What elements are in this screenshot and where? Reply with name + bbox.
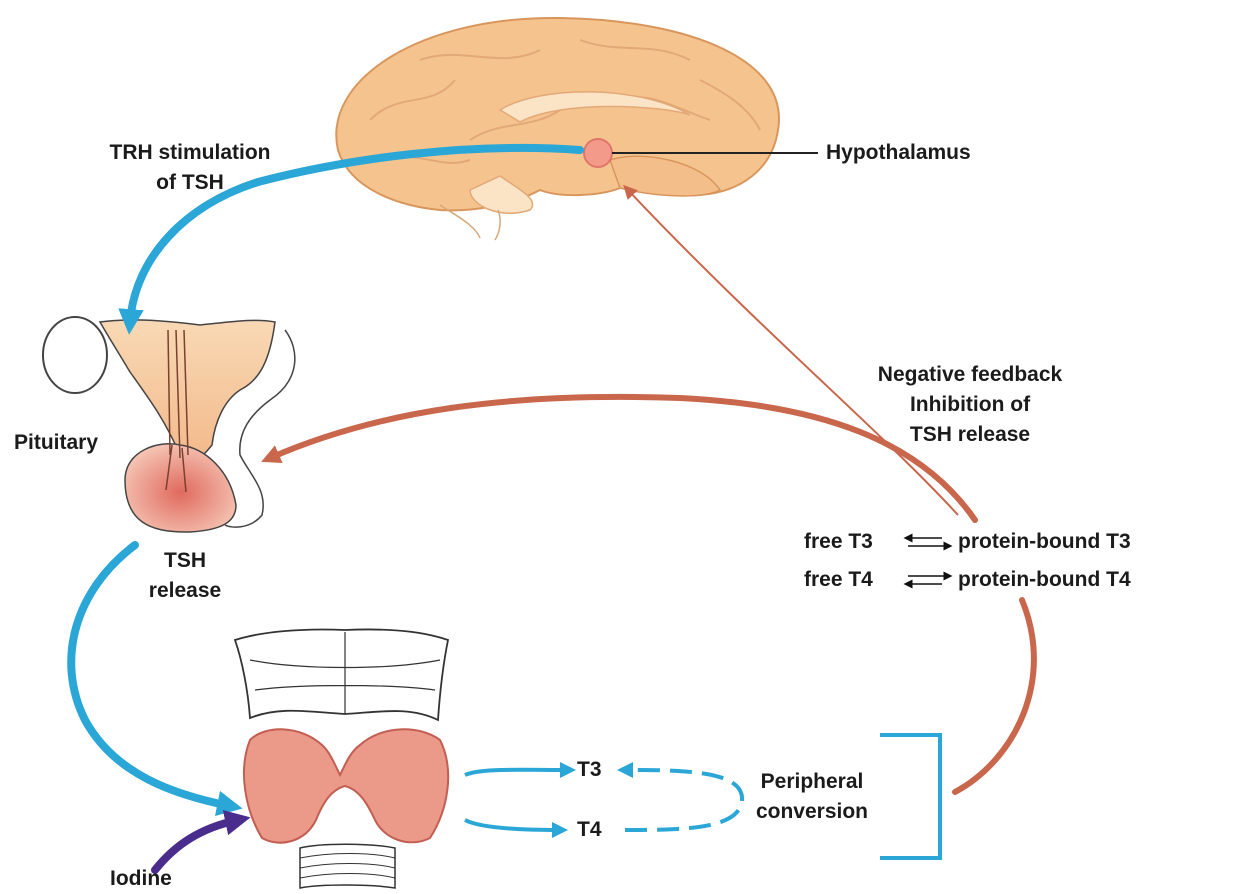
feedback-to-hypothalamus-arrow [628,190,958,515]
tsh-label-line1: TSH [130,546,240,576]
negative-feedback-line1: Negative feedback [820,360,1120,390]
negative-feedback-label: Negative feedback Inhibition of TSH rele… [820,360,1120,450]
free-t4-label: free T4 [804,565,873,595]
t3-label: T3 [577,755,602,785]
optic-chiasm-outline [43,317,107,393]
thyroid-gland [244,729,448,842]
brain-illustration [336,18,779,240]
t3-equilibrium-arrows [908,538,948,546]
tsh-release-label: TSH release [130,546,240,606]
thyroid-cartilage [235,629,448,720]
protein-bound-t3-label: protein-bound T3 [958,527,1131,557]
peripheral-to-bound-arc [955,600,1034,792]
peripheral-line2: conversion [752,797,872,827]
hypothalamus-label: Hypothalamus [826,138,971,168]
peripheral-bracket [880,735,940,858]
free-t3-label: free T3 [804,527,873,557]
tsh-label-line2: release [130,576,240,606]
pituitary-label: Pituitary [14,428,98,458]
t4-to-t3-conversion-loop [625,770,742,830]
iodine-label: Iodine [110,864,172,894]
thyroid-to-t3-arrow [465,770,568,775]
trh-label-line2: of TSH [60,168,320,198]
t4-label: T4 [577,815,602,845]
protein-bound-t4-label: protein-bound T4 [958,565,1131,595]
trh-stimulation-label: TRH stimulation of TSH [60,138,320,198]
thyroid-illustration [235,629,448,888]
trh-label-line1: TRH stimulation [60,138,320,168]
hypothalamus-dot [584,139,612,167]
thyroid-to-t4-arrow [465,820,560,830]
t4-equilibrium-arrows [908,576,948,584]
iodine-arrow [155,820,238,870]
negative-feedback-line2: Inhibition of [820,390,1120,420]
negative-feedback-line3: TSH release [820,420,1120,450]
peripheral-line1: Peripheral [752,767,872,797]
peripheral-conversion-label: Peripheral conversion [752,767,872,827]
pituitary-illustration [43,317,295,532]
